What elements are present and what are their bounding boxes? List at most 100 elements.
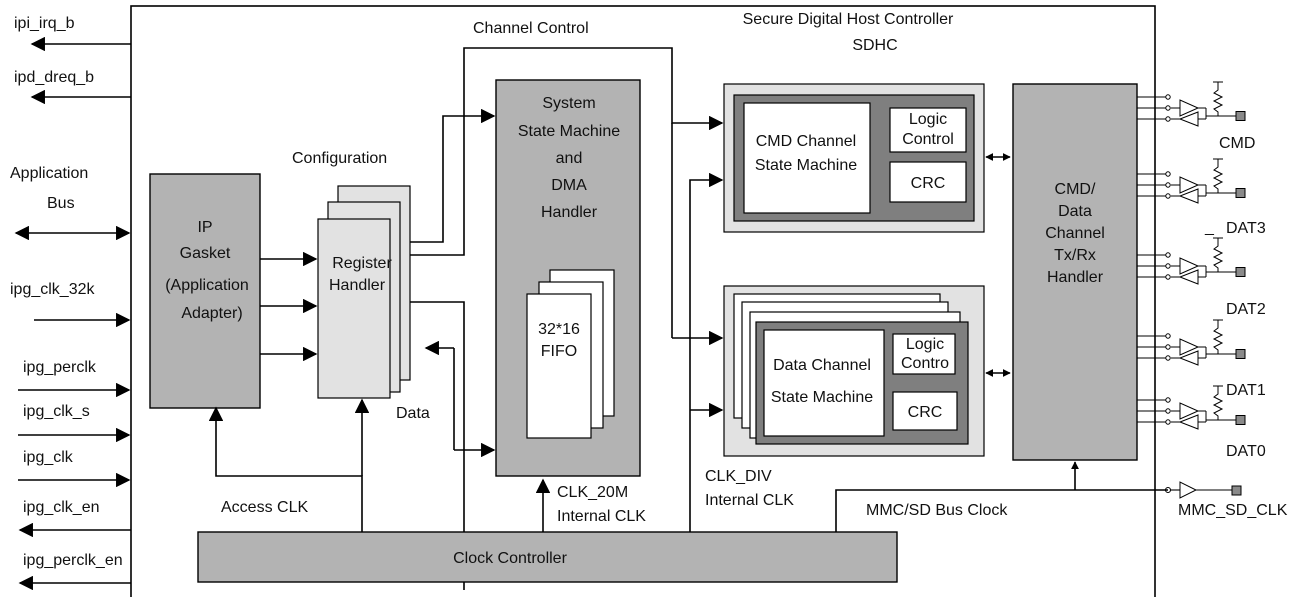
dat1-node-1 bbox=[1165, 344, 1171, 350]
clock-controller-block bbox=[197, 531, 898, 583]
channel-control-path bbox=[410, 47, 724, 256]
data-logic-label-line2: Contro bbox=[901, 355, 949, 372]
pin-buffer-group bbox=[1137, 81, 1246, 430]
data-channel-state-machine bbox=[763, 329, 885, 437]
ip-gasket-label-line3: (Application bbox=[165, 277, 249, 294]
ip-gasket-label-line1: IP bbox=[197, 219, 212, 236]
register-handler-label-line2: Handler bbox=[329, 277, 386, 294]
dat0-pad bbox=[1235, 415, 1246, 425]
register-handler-block bbox=[317, 218, 391, 399]
dat0-node-2 bbox=[1165, 419, 1171, 425]
cmd-channel-state-machine bbox=[743, 102, 871, 214]
pin-cmd-label: CMD bbox=[1219, 135, 1255, 152]
configuration-label: Configuration bbox=[292, 150, 387, 167]
signal-ipg-clk-en: ipg_clk_en bbox=[23, 499, 100, 516]
data-channel-label-line1: Data Channel bbox=[773, 357, 871, 374]
handler-label-line2: Data bbox=[1058, 203, 1092, 220]
dat0-node-1 bbox=[1165, 408, 1171, 414]
channel-control-label: Channel Control bbox=[473, 20, 589, 37]
cmd-logic-label-line1: Logic bbox=[909, 111, 947, 128]
signal-ipg-clk-32k: ipg_clk_32k bbox=[10, 281, 96, 298]
clk-20m-label: CLK_20M bbox=[557, 484, 628, 501]
dat2-node-1 bbox=[1165, 263, 1171, 269]
system-label-line2: State Machine bbox=[518, 123, 620, 140]
dat3-pullup-resistor-icon bbox=[1212, 159, 1224, 193]
fifo-label-line2: FIFO bbox=[541, 343, 577, 360]
data-crc-box bbox=[892, 391, 958, 431]
ip-gasket-label-line2: Gasket bbox=[180, 245, 231, 262]
handler-label-line1: CMD/ bbox=[1055, 181, 1096, 198]
clk-node bbox=[1164, 486, 1172, 494]
access-clk-path bbox=[208, 406, 363, 532]
dat3-node-0 bbox=[1165, 171, 1171, 177]
dat1-node-2 bbox=[1165, 355, 1171, 361]
signal-ipi-irq-b: ipi_irq_b bbox=[14, 15, 75, 32]
handler-label-line3: Channel bbox=[1045, 225, 1105, 242]
cmd-channel-label-line1: CMD Channel bbox=[756, 133, 856, 150]
ip-gasket-block bbox=[149, 173, 261, 409]
pin-dat1-label: DAT1 bbox=[1226, 382, 1266, 399]
data-logic-control-box bbox=[892, 333, 956, 375]
pin-dat3-label: DAT3 bbox=[1226, 220, 1266, 237]
cmd-pad bbox=[1235, 111, 1246, 121]
ip-gasket-label-line4: Adapter) bbox=[181, 305, 242, 322]
system-label-line1: System bbox=[542, 95, 595, 112]
dat1-pullup-resistor-icon bbox=[1212, 320, 1224, 354]
mmc-bus-clock-path bbox=[835, 489, 1168, 532]
config-to-system-path bbox=[410, 108, 496, 243]
underscore-mark: _ bbox=[1204, 219, 1215, 236]
dat3-out-buffer-icon bbox=[1179, 176, 1200, 194]
system-label-line5: Handler bbox=[541, 204, 598, 221]
dat2-node-0 bbox=[1165, 252, 1171, 258]
system-label-line3: and bbox=[556, 150, 583, 167]
diagram-title: Secure Digital Host Controller bbox=[743, 11, 954, 28]
clk-buffer-icon bbox=[1179, 481, 1198, 499]
internal-clk-label-1: Internal CLK bbox=[557, 508, 646, 525]
dat3-pad bbox=[1235, 188, 1246, 198]
handler-label-line5: Handler bbox=[1047, 269, 1104, 286]
fifo-block bbox=[526, 293, 592, 439]
cmd-node-2 bbox=[1165, 116, 1171, 122]
internal-clk-label-2: Internal CLK bbox=[705, 492, 794, 509]
cmd-pullup-resistor-icon bbox=[1212, 82, 1224, 116]
dat1-pad bbox=[1235, 349, 1246, 359]
cmd-node-1 bbox=[1165, 105, 1171, 111]
sdhc-boundary bbox=[130, 5, 1156, 597]
data-channel-label-line2: State Machine bbox=[771, 389, 873, 406]
system-label-line4: DMA bbox=[551, 177, 587, 194]
clk-div-label: CLK_DIV bbox=[705, 468, 772, 485]
signal-ipg-clk: ipg_clk bbox=[23, 449, 74, 466]
cmd-channel-label-line2: State Machine bbox=[755, 157, 857, 174]
dat3-node-2 bbox=[1165, 193, 1171, 199]
clock-controller-label: Clock Controller bbox=[453, 550, 567, 567]
signal-application: Application bbox=[10, 165, 88, 182]
access-clk-label: Access CLK bbox=[221, 499, 308, 516]
cmd-logic-label-line2: Control bbox=[902, 131, 954, 148]
signal-ipg-clk-s: ipg_clk_s bbox=[23, 403, 90, 420]
register-handler-label-line1: Register bbox=[332, 255, 392, 272]
data-path-register-system bbox=[410, 301, 465, 590]
data-crc-label: CRC bbox=[908, 404, 943, 421]
dat1-node-0 bbox=[1165, 333, 1171, 339]
cmd-data-handler-block bbox=[1012, 83, 1138, 461]
dat0-node-0 bbox=[1165, 397, 1171, 403]
cmd-out-buffer-icon bbox=[1179, 99, 1200, 117]
dat1-out-buffer-icon bbox=[1179, 338, 1200, 356]
signal-bus: Bus bbox=[47, 195, 75, 212]
signal-ipg-perclk: ipg_perclk bbox=[23, 359, 97, 376]
cmd-logic-control-box bbox=[889, 107, 967, 153]
cmd-node-0 bbox=[1165, 94, 1171, 100]
dat2-node-2 bbox=[1165, 274, 1171, 280]
cmd-crc-label: CRC bbox=[911, 175, 946, 192]
dat2-pullup-resistor-icon bbox=[1212, 238, 1224, 272]
dat2-pad bbox=[1235, 267, 1246, 277]
pin-mmc-sd-clk-label: MMC_SD_CLK bbox=[1178, 502, 1288, 519]
handler-label-line4: Tx/Rx bbox=[1054, 247, 1096, 264]
clk-div-path bbox=[689, 172, 724, 532]
fifo-label-line1: 32*16 bbox=[538, 321, 580, 338]
diagram-subtitle: SDHC bbox=[852, 37, 897, 54]
dat0-out-buffer-icon bbox=[1179, 402, 1200, 420]
mmc-sd-bus-clock-label: MMC/SD Bus Clock bbox=[866, 502, 1008, 519]
signal-ipd-dreq-b: ipd_dreq_b bbox=[14, 69, 94, 86]
